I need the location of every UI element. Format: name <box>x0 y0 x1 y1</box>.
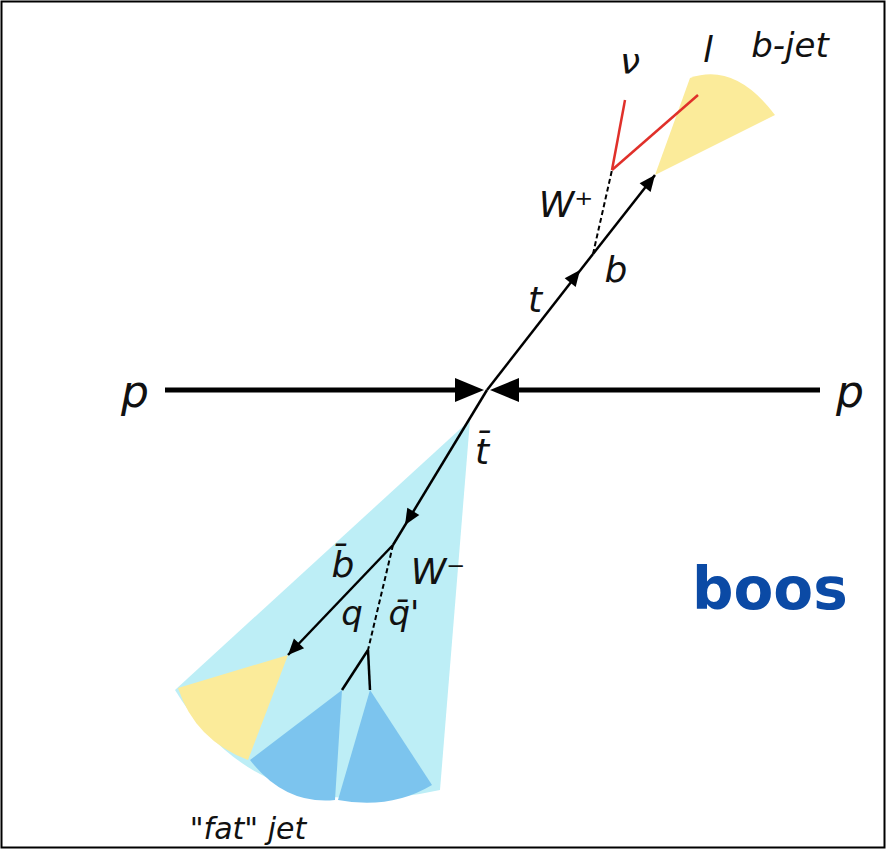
particle-label: q <box>341 595 363 632</box>
proton-label: p <box>121 368 149 416</box>
particle-label: W⁺ <box>539 185 594 225</box>
arrowhead <box>455 378 484 402</box>
particle-label: q̄' <box>389 595 420 632</box>
particle-label: b <box>605 250 628 290</box>
proton-beam <box>165 388 460 393</box>
q-jet-cone <box>250 690 342 801</box>
quark-line <box>368 650 370 690</box>
antitop-line <box>393 390 487 545</box>
w-boson-line <box>593 170 612 254</box>
particle-label: l <box>703 30 713 70</box>
proton-beam <box>514 388 820 393</box>
particle-label: b̄ <box>332 545 355 585</box>
particle-label: ν <box>620 42 640 82</box>
proton-label: p <box>836 368 864 416</box>
particle-label: t̄ <box>475 432 489 472</box>
jet-label: "fat" jet <box>190 812 306 845</box>
heading-fragment: boos <box>692 558 848 622</box>
arrowhead <box>405 508 419 525</box>
b-jet-cone <box>655 74 775 175</box>
qbar-jet-cone <box>338 690 432 803</box>
arrowhead <box>565 270 580 287</box>
bbar-line <box>288 545 393 655</box>
particle-label: W⁻ <box>411 552 466 592</box>
top-line <box>487 254 593 390</box>
lepton-line <box>612 95 698 170</box>
quark-line <box>342 650 368 690</box>
particle-label: t <box>528 280 542 320</box>
jet-label: b-jet <box>751 27 829 64</box>
arrowhead <box>640 175 655 192</box>
arrowhead <box>288 639 304 655</box>
